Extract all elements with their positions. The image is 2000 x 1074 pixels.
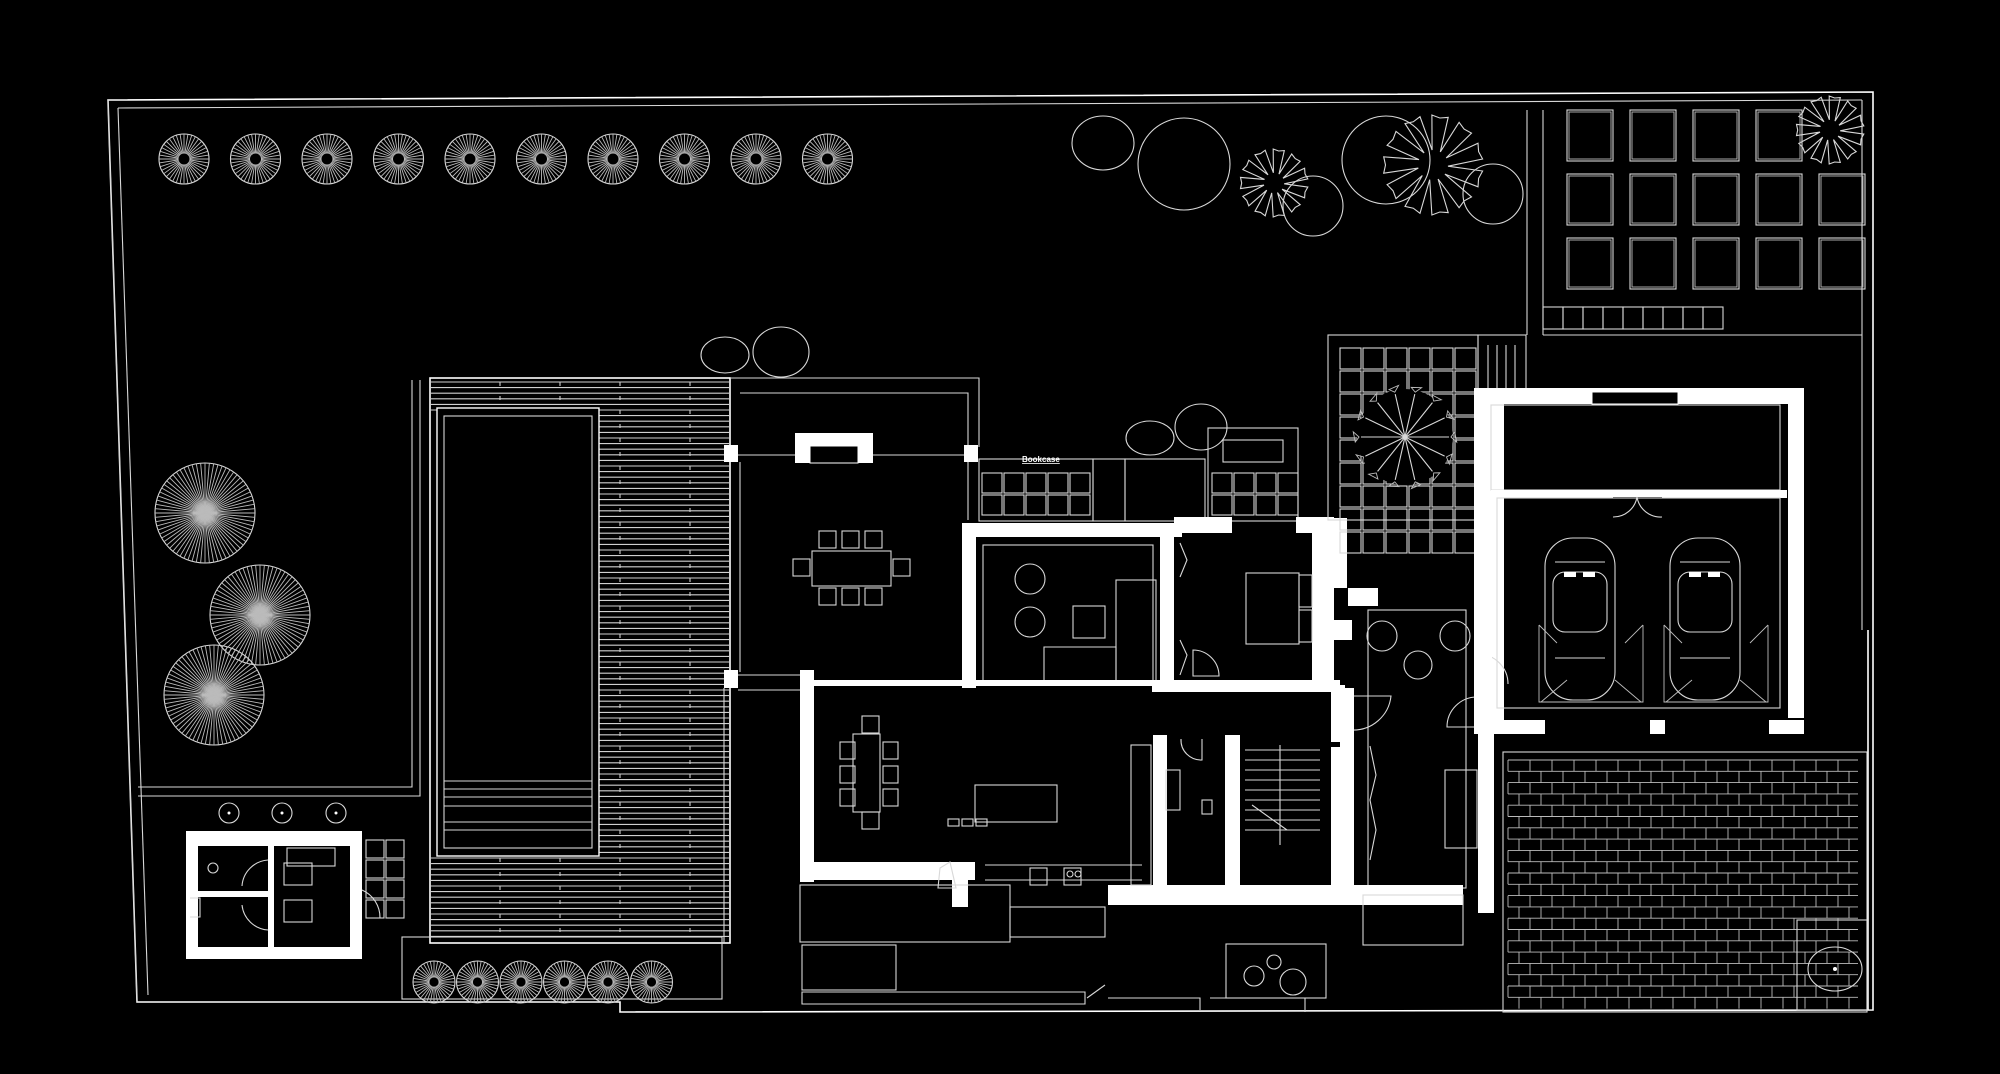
- tree-icon: [658, 133, 711, 185]
- tree-icon: [229, 133, 282, 185]
- tree-icon: [801, 133, 854, 185]
- car-icon: [1538, 537, 1644, 703]
- car-icon: [1663, 537, 1769, 703]
- palm-tree-icon: [1239, 148, 1309, 218]
- tree-icon: [372, 133, 425, 185]
- tree-icon: [301, 133, 353, 185]
- pool-deck: [429, 377, 731, 944]
- tree-icon: [515, 133, 568, 185]
- tree-icon: [154, 462, 256, 564]
- tree-icon: [163, 644, 265, 746]
- palm-tree-icon: [1382, 114, 1484, 216]
- tree-icon: [629, 960, 674, 1004]
- palm-tree-icon: [1795, 95, 1865, 165]
- tree-icon: [412, 960, 456, 1004]
- tree-icon: [586, 960, 630, 1004]
- garden-shrubs-top: [700, 115, 1524, 456]
- tree-icon: [542, 960, 587, 1004]
- small-planters: [218, 802, 347, 824]
- tree-icon: [587, 133, 639, 185]
- tree-icon: [499, 960, 543, 1004]
- path-tiles: [365, 839, 405, 919]
- tree-icon: [444, 133, 496, 185]
- house-walls: Bookcase: [723, 377, 1478, 1012]
- front-paving: [1478, 728, 1868, 1013]
- palm-trees: [1239, 95, 1865, 218]
- lawn-border: [138, 380, 421, 797]
- bottom-planter: [401, 936, 723, 1000]
- tree-row-bottom: [412, 960, 674, 1004]
- bookcase-label: Bookcase: [1022, 455, 1060, 464]
- large-trees-left: [154, 462, 311, 746]
- tree-row-top: [158, 133, 854, 185]
- tree-icon: [158, 133, 210, 185]
- tree-icon: [455, 960, 500, 1004]
- garage: [1474, 388, 1804, 734]
- tree-icon: [730, 133, 782, 185]
- pool-house: [186, 831, 381, 959]
- garden-planting-grid: [1566, 109, 1866, 290]
- site-boundary: [107, 91, 1874, 1013]
- swimming-pool: [436, 407, 600, 857]
- tree-icon: [209, 564, 311, 666]
- courtyard: [1327, 334, 1527, 554]
- paver-strip: [1542, 306, 1724, 330]
